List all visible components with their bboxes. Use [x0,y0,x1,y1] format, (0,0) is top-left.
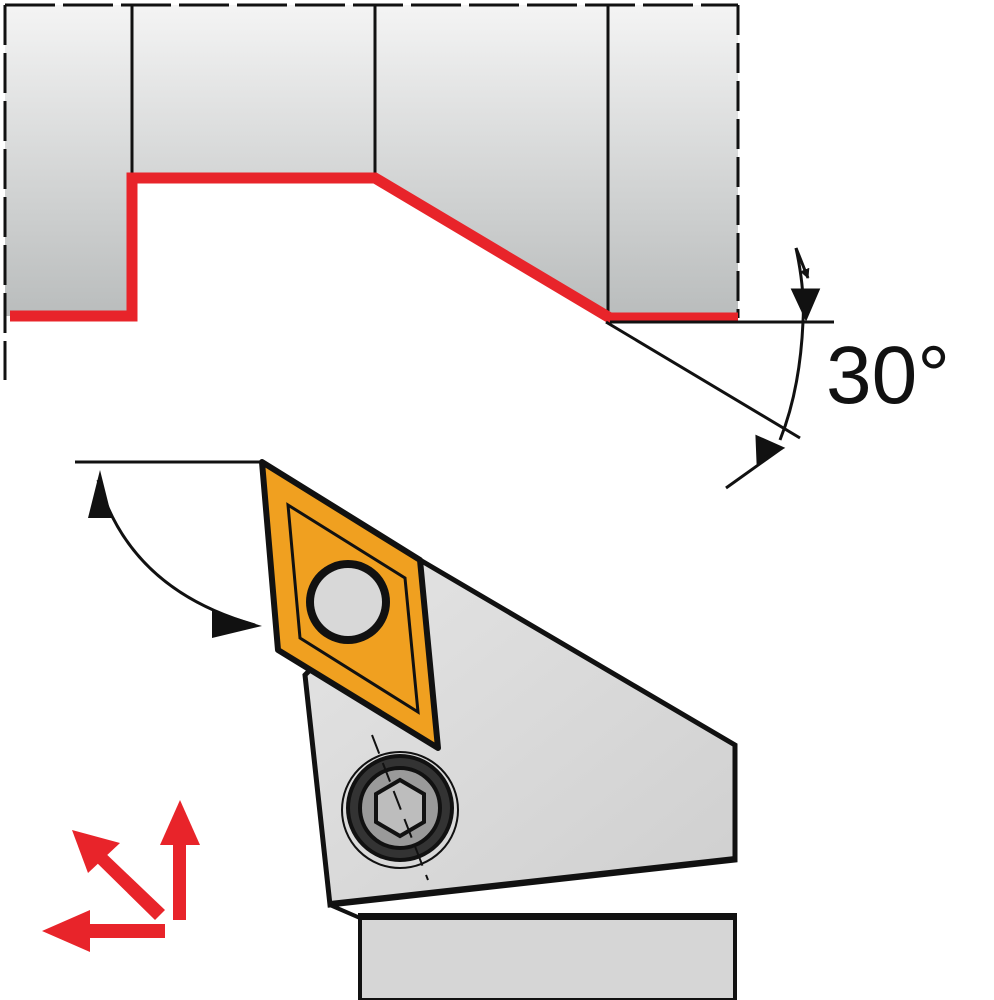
workpiece [3,3,740,380]
arrow-diagonal-icon [72,830,165,920]
cutting-insert [259,459,441,751]
angle-dimension-30 [605,247,834,490]
feed-direction-arrows [42,800,200,952]
angle-label: 30° [826,330,951,421]
arrow-left-icon [42,910,165,952]
clamp-screw [341,734,459,881]
arrow-up-icon [160,800,200,920]
machined-profile [10,172,738,324]
left-angle-dimension [75,460,262,638]
